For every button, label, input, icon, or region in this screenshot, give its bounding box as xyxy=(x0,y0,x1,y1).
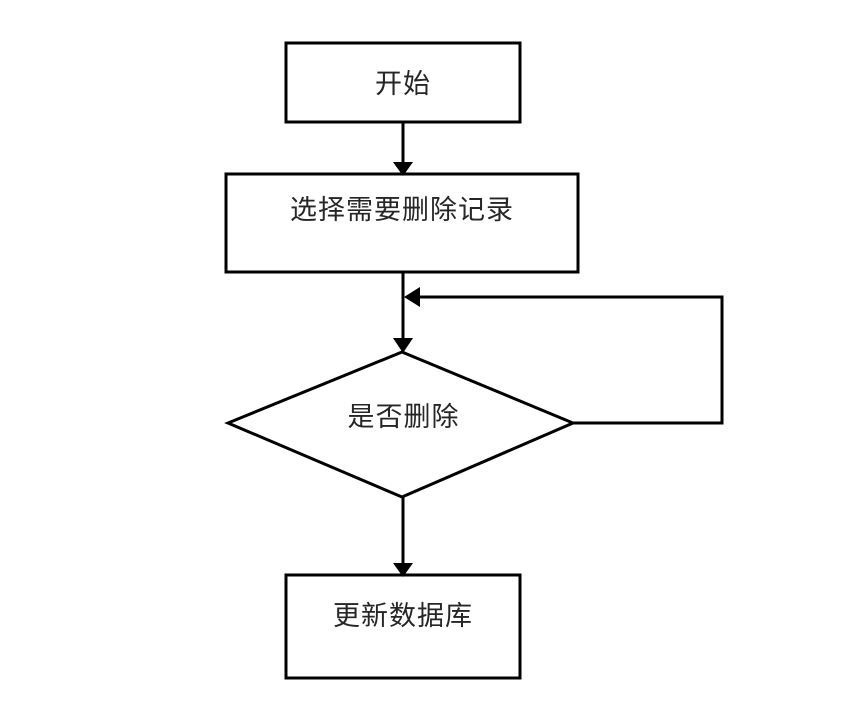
edge-decide-to-update xyxy=(393,497,413,577)
node-label-start: 开始 xyxy=(375,69,431,100)
edge-select-to-decide xyxy=(393,272,413,353)
node-label-decide: 是否删除 xyxy=(347,402,460,433)
edge-start-to-select xyxy=(393,122,413,176)
node-shape-select[interactable] xyxy=(224,172,580,274)
node-label-update: 更新数据库 xyxy=(333,601,473,632)
node-shape-update[interactable] xyxy=(284,573,522,680)
node-label-select: 选择需要删除记录 xyxy=(290,195,514,226)
edge-decide-loopback xyxy=(404,287,724,425)
node-shape-start[interactable] xyxy=(284,41,522,124)
